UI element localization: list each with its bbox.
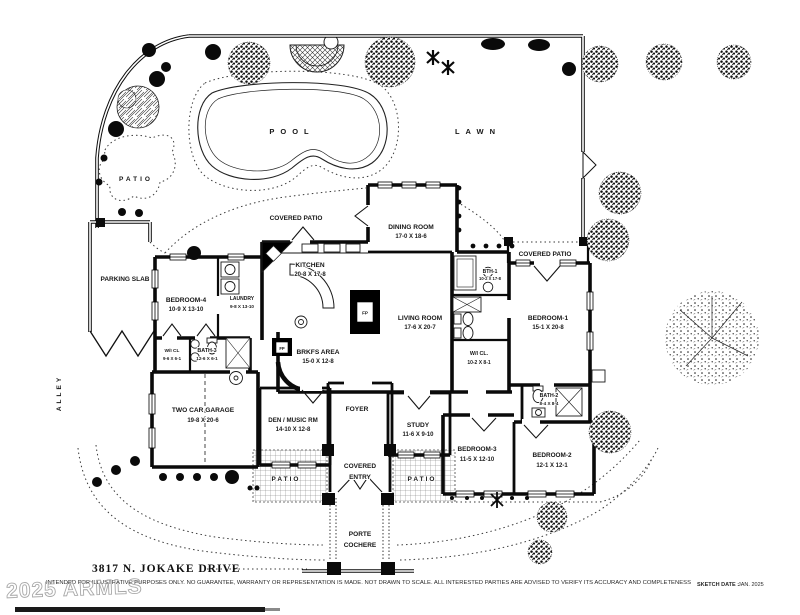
room-label-brkfs: BRKFS AREA (297, 349, 340, 356)
sketch-date-label: SKETCH DATE : (697, 582, 739, 588)
room-dims-bath3: 12-6 X 6-1 (196, 356, 218, 361)
shrub-icon (142, 43, 156, 57)
room-label-bedroom1: BEDROOM-1 (528, 315, 569, 322)
patio-left-label: PATIO (272, 476, 301, 483)
fireplace-brkfs: FP (272, 338, 292, 356)
scan-artifact-bar-tail (265, 608, 280, 611)
scan-artifact-bar (15, 607, 265, 612)
sprig-icons (92, 154, 529, 500)
planter (289, 34, 345, 73)
tree-icon (645, 43, 683, 81)
room-label-bath3: BATH-3 (197, 348, 216, 354)
room-label-garage: TWO CAR GARAGE (172, 407, 235, 414)
parking-slab-label: PARKING SLAB (101, 276, 150, 283)
room-label-living: LIVING ROOM (398, 315, 443, 322)
tree-icon (598, 171, 642, 215)
room-label-study: STUDY (407, 422, 430, 429)
room-label-bth1: BTH-1 (483, 269, 498, 275)
pool (197, 82, 388, 180)
room-label-laundry: LAUNDRY (230, 296, 255, 302)
fireplace-living: FP (350, 290, 380, 334)
fireplace-label: FP (362, 311, 368, 316)
room-dims-wicl-left: 9-6 X 6-1 (163, 356, 182, 361)
room-dims-bedroom2: 12-1 X 12-1 (536, 463, 568, 469)
room-label-bedroom4: BEDROOM-4 (166, 297, 207, 304)
room-dims-brkfs: 15-0 X 12-8 (302, 359, 334, 365)
house-walls (150, 183, 596, 496)
tree-icon (581, 45, 619, 83)
star-plant-icon (490, 492, 504, 508)
alley-label: ALLEY (56, 375, 63, 411)
shrub-icon (149, 71, 165, 87)
fixtures (190, 241, 606, 464)
room-label-wicl-right: W/I CL. (470, 351, 489, 357)
shrub-icon (528, 39, 550, 51)
room-dims-bedroom3: 11-5 X 12-10 (460, 457, 495, 463)
room-label-den: DEN / MUSIC RM (268, 417, 318, 424)
tree-icon (716, 44, 752, 80)
room-dims-wicl-right: 10-2 X 8-1 (467, 360, 491, 366)
room-label-bedroom2: BEDROOM-2 (532, 452, 572, 459)
covered-entry-label-1: COVERED (344, 463, 376, 470)
room-dims-bath2: 8-4 X 8-4 (540, 401, 559, 406)
shrub-icon (481, 38, 505, 50)
room-dims-study: 11-6 X 9-10 (402, 432, 434, 438)
room-label-wicl-left: W/I CL (165, 348, 180, 354)
address-text: 3817 N. JOKAKE DRIVE (92, 563, 240, 575)
room-labels: BEDROOM-4 10-9 X 13-10 LAUNDRY 9-8 X 13-… (162, 223, 573, 470)
tree-icon (227, 41, 271, 85)
covered-patio-right-label: COVERED PATIO (519, 251, 572, 258)
room-dims-living: 17-6 X 20-7 (404, 325, 436, 331)
columns (322, 237, 588, 575)
shrub-icon (187, 246, 201, 260)
site-labels: POOL LAWN PATIO COVERED PATIO COVERED PA… (55, 126, 572, 550)
disclaimer-text: INTENDED FOR ILLUSTRATIVE PURPOSES ONLY.… (46, 580, 691, 586)
armls-watermark: 2025 ARMLS (6, 575, 143, 603)
windows (148, 181, 594, 498)
patio-upper-label: PATIO (119, 176, 153, 183)
footer: 3817 N. JOKAKE DRIVE INTENDED FOR ILLUST… (5, 563, 764, 612)
trees (92, 36, 759, 565)
porte-cochere-label-1: PORTE (349, 531, 372, 538)
tree-icon (536, 501, 568, 533)
rock-cluster-icon (116, 85, 160, 129)
tree-icon (588, 410, 632, 454)
covered-entry-label-2: ENTRY (349, 474, 371, 481)
room-dims-den: 14-10 X 12-8 (276, 427, 311, 433)
shrub-icon (562, 62, 576, 76)
property-fences (88, 34, 597, 573)
large-tree-icon (665, 291, 759, 385)
pool-label: POOL (269, 127, 314, 136)
room-dims-dining: 17-0 X 18-6 (395, 234, 427, 240)
tree-icon (527, 539, 553, 565)
room-label-dining: DINING ROOM (388, 224, 434, 231)
tree-icon (586, 218, 630, 262)
porte-cochere-label-2: COCHERE (344, 542, 377, 549)
shrub-icon (205, 44, 221, 60)
room-dims-bth1: 10-2 X 17-8 (479, 276, 502, 281)
fireplace-label: FP (279, 346, 285, 351)
room-label-bath2: BATH-2 (540, 393, 559, 399)
door-marks (162, 205, 561, 493)
patio-right-label: PATIO (408, 476, 437, 483)
sketch-date-value: JAN. 2025 (738, 582, 764, 588)
lawn-label: LAWN (455, 127, 501, 136)
room-dims-bedroom4: 10-9 X 13-10 (169, 307, 204, 313)
site-dotted-lines (77, 70, 659, 570)
star-plant-icon (426, 50, 455, 75)
tree-icon (364, 36, 416, 88)
room-label-bedroom3: BEDROOM-3 (457, 446, 497, 453)
covered-patio-left-label: COVERED PATIO (270, 215, 323, 222)
room-dims-kitchen: 20-8 X 17-8 (294, 272, 326, 278)
shrub-icon (108, 121, 124, 137)
shrub-icon (161, 62, 171, 72)
room-label-foyer: FOYER (346, 406, 369, 413)
hatched-patios (252, 449, 456, 503)
room-label-kitchen: KITCHEN (295, 262, 325, 269)
room-dims-garage: 19-8 X 20-6 (187, 418, 219, 424)
room-dims-bedroom1: 15-1 X 20-8 (532, 325, 564, 331)
room-dims-laundry: 9-8 X 13-10 (230, 304, 254, 309)
